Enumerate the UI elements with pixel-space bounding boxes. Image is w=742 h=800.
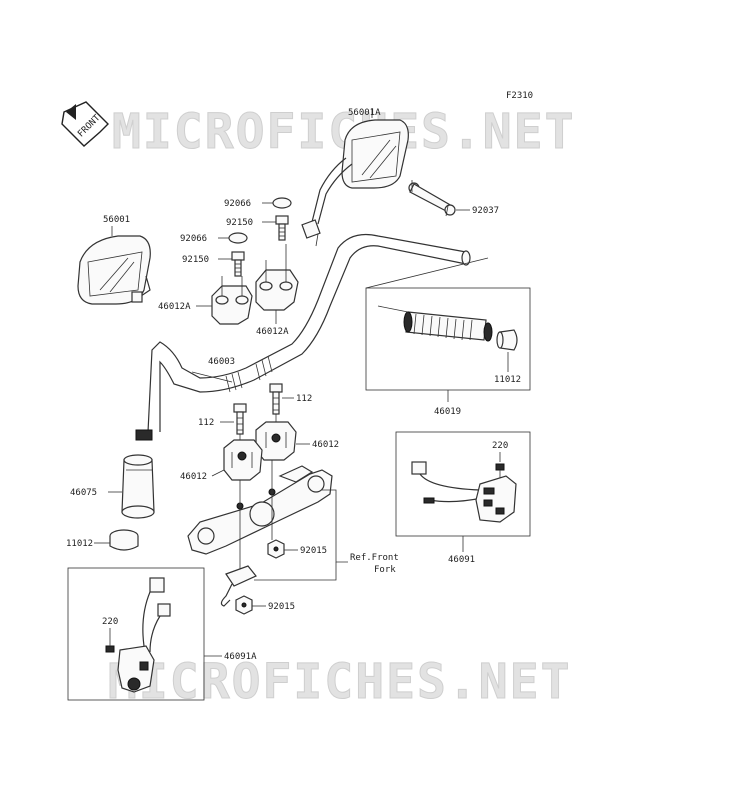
- label-46012A-right: 46012A: [256, 327, 289, 337]
- label-11012-left: 11012: [66, 539, 93, 549]
- label-220-right: 220: [492, 441, 508, 451]
- label-112-right: 112: [296, 394, 312, 404]
- label-92150-a: 92150: [226, 218, 253, 228]
- front-arrow-icon: FRONT: [61, 101, 109, 147]
- holder-46012-left: [223, 439, 263, 481]
- label-46012A-left: 46012A: [158, 302, 191, 312]
- screw-220-right: [495, 463, 505, 478]
- fork-upper-bracket: [187, 465, 333, 555]
- label-92015-b: 92015: [268, 602, 295, 612]
- cable-clamp-92037: [408, 180, 456, 217]
- washer-92066-b: [228, 232, 248, 244]
- label-46091: 46091: [448, 555, 475, 565]
- bolt-112-right: [269, 383, 283, 426]
- label-46012-right: 46012: [312, 440, 339, 450]
- label-92066-a: 92066: [224, 199, 251, 209]
- label-92037: 92037: [472, 206, 499, 216]
- ref-front-fork-line2: Fork: [374, 565, 396, 575]
- nut-92015-b: [235, 595, 253, 615]
- label-46019: 46019: [434, 407, 461, 417]
- watermark-bottom: MICROFICHES.NET: [108, 654, 571, 710]
- left-switch-46091A: [117, 577, 171, 693]
- screw-220-left: [105, 640, 115, 653]
- holder-46012A-right: [255, 244, 299, 311]
- watermark-top: MICROFICHES.NET: [112, 104, 575, 160]
- cable-guide-bracket: [220, 565, 257, 607]
- grip-end-cap-11012-right: [496, 329, 518, 351]
- ref-front-fork-line1: Ref.Front: [350, 553, 399, 563]
- label-112-left: 112: [198, 418, 214, 428]
- bolt-112-left: [233, 403, 247, 444]
- label-56001: 56001: [103, 215, 130, 225]
- nut-92015-a: [267, 539, 285, 559]
- label-220-left: 220: [102, 617, 118, 627]
- handlebar-46003: [135, 233, 471, 441]
- label-46091A: 46091A: [224, 652, 257, 662]
- mirror-right: [301, 119, 409, 247]
- throttle-grip-46019: [377, 305, 493, 342]
- label-46075: 46075: [70, 488, 97, 498]
- mirror-left: [77, 235, 151, 305]
- figure-code: F2310: [506, 91, 533, 101]
- left-switch-box: [67, 567, 205, 701]
- label-46012-left: 46012: [180, 472, 207, 482]
- label-92066-b: 92066: [180, 234, 207, 244]
- left-grip-46075: [121, 454, 155, 519]
- grip-end-cap-11012-left: [109, 529, 139, 551]
- bolt-92150-b: [231, 251, 245, 277]
- label-92150-b: 92150: [182, 255, 209, 265]
- label-11012-right: 11012: [494, 375, 521, 385]
- label-56001A: 56001A: [348, 108, 381, 118]
- right-switch-46091: [411, 461, 517, 523]
- holder-46012A-left: [211, 276, 253, 325]
- label-92015-a: 92015: [300, 546, 327, 556]
- label-46003: 46003: [208, 357, 235, 367]
- washer-92066-a: [272, 197, 292, 209]
- bolt-92150-a: [275, 215, 289, 241]
